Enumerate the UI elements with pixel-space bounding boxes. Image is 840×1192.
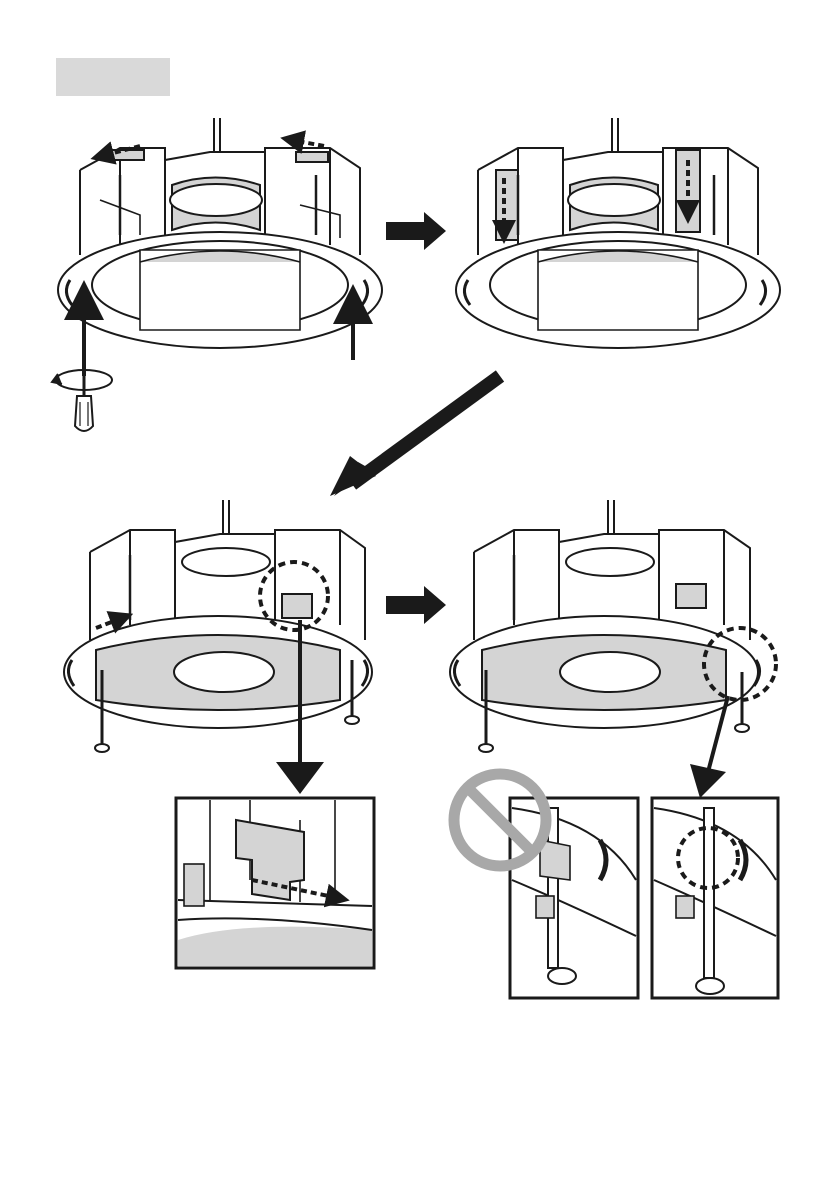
dashed-arrow-icon bbox=[96, 618, 122, 628]
panel-2 bbox=[456, 118, 780, 348]
panel-4 bbox=[450, 500, 760, 752]
detail-tab bbox=[176, 798, 374, 968]
panel-3 bbox=[64, 500, 372, 752]
screwdriver-icon bbox=[75, 358, 93, 431]
panel-1 bbox=[58, 118, 382, 348]
step-arrow-diagonal bbox=[330, 376, 500, 496]
detail-wrong bbox=[510, 798, 638, 998]
pointer-arrowhead bbox=[276, 762, 324, 794]
detail-right bbox=[652, 798, 778, 998]
step-arrow-right bbox=[386, 212, 446, 250]
step-arrow-right bbox=[386, 586, 446, 624]
pointer-arrowhead bbox=[690, 764, 726, 798]
